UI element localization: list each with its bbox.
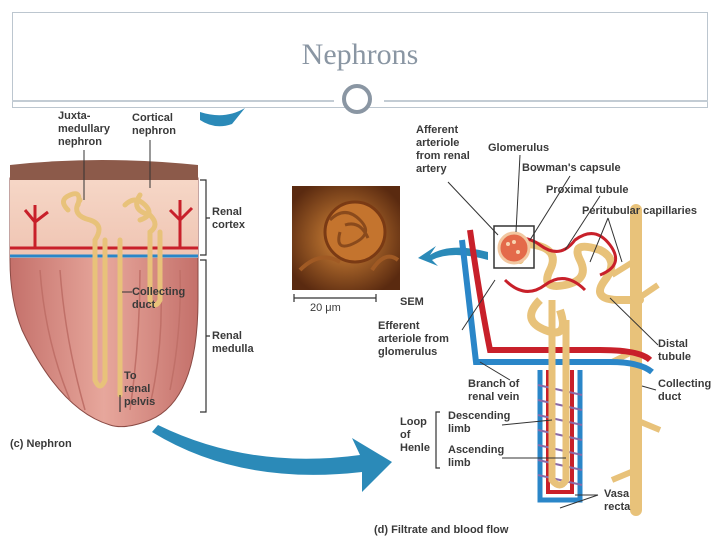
label-afferent-arteriole: Afferent arteriole from renal artery xyxy=(416,124,470,175)
label-renal-medulla: Renal medulla xyxy=(212,330,254,355)
title-ring-ornament xyxy=(342,84,372,114)
label-collecting-duct-c: Collecting duct xyxy=(132,286,186,311)
label-distal-tubule: Distal tubule xyxy=(658,338,691,363)
label-proximal-tubule: Proximal tubule xyxy=(546,184,629,196)
label-to-renal-pelvis: To renal pelvis xyxy=(124,370,156,408)
sem-micrograph xyxy=(292,186,400,302)
label-ascending-limb: Ascending limb xyxy=(448,444,505,469)
transfer-arrow xyxy=(152,425,392,492)
label-descending-limb: Descending limb xyxy=(448,410,511,435)
label-vasa-recta: Vasa recta xyxy=(604,488,631,513)
kidney-wedge xyxy=(9,140,210,428)
label-juxtamedullary-nephron: Juxta- medullary nephron xyxy=(58,110,110,148)
slide-title: Nephrons xyxy=(301,38,419,71)
label-loop-of-henle: Loop of Henle xyxy=(400,416,430,454)
title-rule-left xyxy=(12,100,334,102)
label-peritubular-capillaries: Peritubular capillaries xyxy=(582,205,697,217)
caption-panel-c: (c) Nephron xyxy=(10,438,72,450)
sem-label: SEM xyxy=(400,296,424,308)
upper-arrow xyxy=(200,108,245,127)
title-rule-right xyxy=(384,100,708,102)
sem-scale-label: 20 μm xyxy=(310,302,341,314)
label-efferent-arteriole: Efferent arteriole from glomerulus xyxy=(378,320,449,358)
nephron-detail xyxy=(435,154,662,516)
label-collecting-duct-d: Collecting duct xyxy=(658,378,712,403)
caption-panel-d: (d) Filtrate and blood flow xyxy=(374,524,509,536)
label-bowmans-capsule: Bowman's capsule xyxy=(522,162,621,174)
label-renal-cortex: Renal cortex xyxy=(212,206,246,231)
label-cortical-nephron: Cortical nephron xyxy=(132,112,176,137)
label-glomerulus: Glomerulus xyxy=(488,142,550,154)
label-branch-renal-vein: Branch of renal vein xyxy=(468,378,520,403)
